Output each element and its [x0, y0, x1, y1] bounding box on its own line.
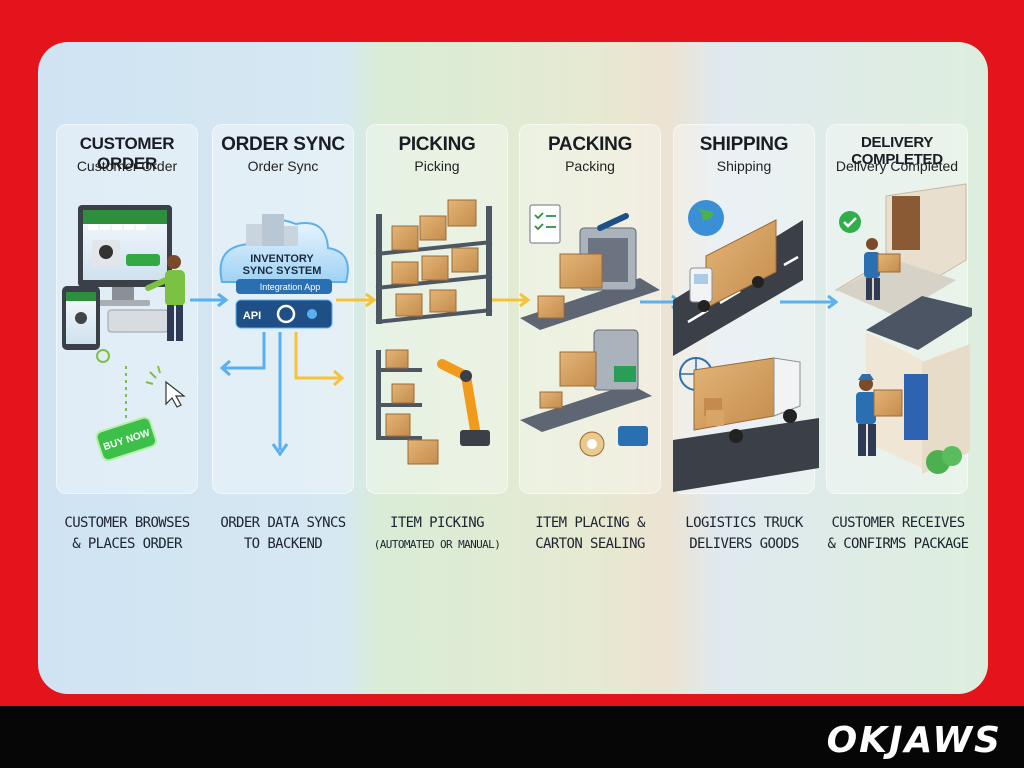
- cursor-icon: [145, 365, 186, 408]
- check-icon: [839, 211, 861, 233]
- gear-icon: [307, 309, 317, 319]
- warehouse-shelf-icon: [375, 199, 493, 324]
- integration-app-label: Integration App: [260, 282, 321, 292]
- buy-now-button-graphic: [95, 416, 158, 462]
- caption-line: LOGISTICS TRUCK: [685, 515, 803, 531]
- footer-bar: [0, 706, 1024, 768]
- caption-line: CUSTOMER RECEIVES: [831, 515, 965, 531]
- sync-title-line2: SYNC SYSTEM: [243, 265, 322, 277]
- caption-line: ORDER DATA SYNCS: [220, 515, 346, 531]
- caption-line: TO BACKEND: [243, 536, 323, 552]
- globe-icon: [679, 200, 724, 391]
- step-caption: ITEM PLACING & CARTON SEALING: [515, 513, 665, 555]
- step-caption: ORDER DATA SYNCS TO BACKEND: [208, 513, 358, 555]
- tape-icon: [579, 426, 648, 457]
- caption-line: DELIVERS GOODS: [689, 536, 799, 552]
- packing-machine-icon: [520, 213, 660, 432]
- truck-icon: [689, 219, 777, 312]
- sync-icon: [276, 304, 296, 324]
- step-subtitle: Packing: [565, 158, 615, 174]
- step-title: ORDER SYNC: [221, 134, 345, 155]
- caption-line: CUSTOMER BROWSES: [64, 515, 190, 531]
- step-caption: LOGISTICS TRUCK DELIVERS GOODS: [669, 513, 819, 555]
- truck-icon: [693, 357, 801, 443]
- process-illustrations: BUY NOW INVENTORY SYNC SYSTEM Integratio…: [62, 183, 972, 492]
- step-subtitle: Customer Order: [76, 158, 178, 174]
- step-subtitle: Order Sync: [247, 158, 319, 174]
- delivery-person-icon: [856, 238, 903, 456]
- api-label: API: [243, 310, 261, 322]
- step-subtitle: Picking: [414, 158, 460, 174]
- caption-line: ITEM PICKING: [390, 515, 485, 531]
- step-caption: CUSTOMER BROWSES & PLACES ORDER: [52, 513, 202, 555]
- step-subtitle: Delivery Completed: [835, 158, 959, 174]
- sync-title-line1: INVENTORY: [250, 253, 314, 265]
- brand-name: OKJAWS: [827, 720, 1002, 761]
- step-subtitle: Shipping: [716, 158, 772, 174]
- caption-line: CARTON SEALING: [535, 536, 645, 552]
- cloud-icon: [219, 214, 349, 283]
- step-title: PICKING: [398, 134, 476, 155]
- step-title: CUSTOMER ORDER: [79, 134, 175, 173]
- step-title: DELIVERY COMPLETED: [851, 134, 943, 168]
- flow-arrows-sync: [219, 332, 345, 457]
- checklist-icon: [529, 204, 561, 244]
- person-icon: [145, 255, 185, 341]
- computer-icon: [62, 205, 172, 350]
- step-caption: CUSTOMER RECEIVES & CONFIRMS PACKAGE: [820, 513, 976, 555]
- tap-icon: [96, 349, 110, 363]
- diagram-board: [38, 42, 988, 694]
- robot-arm-icon: [376, 349, 490, 465]
- caption-line: (AUTOMATED OR MANUAL): [373, 538, 501, 551]
- caption-line: ITEM PLACING &: [535, 515, 645, 531]
- caption-line: & CONFIRMS PACKAGE: [827, 536, 970, 552]
- caption-line: & PLACES ORDER: [72, 536, 182, 552]
- brand-logo: OKJAWS: [827, 720, 1002, 761]
- step-caption: ITEM PICKING (AUTOMATED OR MANUAL): [362, 513, 512, 555]
- step-title: SHIPPING: [699, 134, 789, 155]
- step-title: PACKING: [547, 134, 633, 155]
